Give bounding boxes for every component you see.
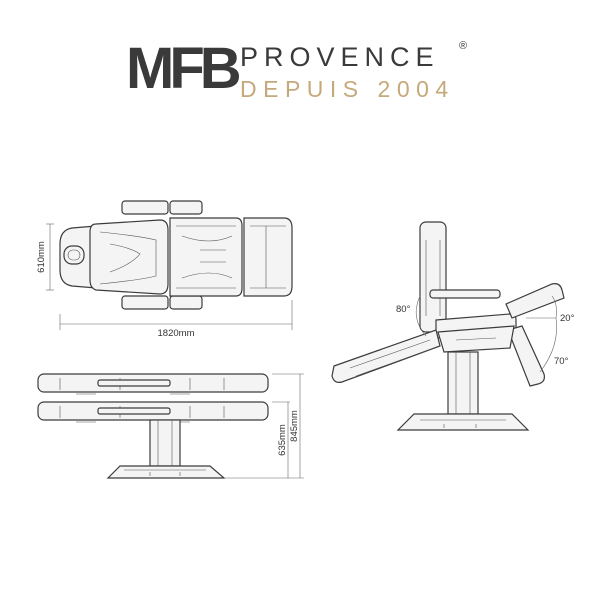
leg-lowered bbox=[507, 325, 545, 387]
lift-column-angle bbox=[447, 351, 479, 415]
back-angle-arc bbox=[415, 295, 427, 337]
leg-raised bbox=[505, 283, 565, 319]
side-view bbox=[37, 373, 304, 479]
headrest bbox=[59, 225, 97, 289]
armrest-side bbox=[429, 289, 501, 299]
angle-view bbox=[331, 221, 565, 431]
logo-provence: PROVENCE bbox=[240, 42, 440, 72]
backrest-reclined bbox=[331, 329, 441, 383]
armrest-top-right bbox=[169, 200, 203, 215]
leg-up-arc bbox=[551, 295, 557, 319]
armrest-top-left bbox=[121, 200, 169, 215]
armrest-bottom-left bbox=[121, 295, 169, 310]
angle-leg-up: 20° bbox=[560, 313, 575, 324]
armrest-bottom-right bbox=[169, 295, 203, 310]
angle-leg-down: 70° bbox=[554, 356, 569, 367]
dim-width: 610mm bbox=[36, 241, 47, 273]
top-view bbox=[46, 200, 293, 330]
brand-logo: MFB PROVENCE ® DEPUIS 2004 bbox=[0, 0, 600, 110]
seat-section bbox=[169, 217, 243, 297]
logo-registered-mark: ® bbox=[459, 40, 468, 52]
leg-down-arc bbox=[539, 317, 557, 373]
leg-section bbox=[243, 217, 293, 297]
logo-tagline: DEPUIS 2004 bbox=[240, 76, 455, 102]
dim-length: 1820mm bbox=[158, 328, 195, 339]
face-hole bbox=[63, 245, 85, 265]
base-side bbox=[106, 465, 226, 479]
logo-mfb: MFB bbox=[126, 36, 242, 101]
dim-height-low: 635mm bbox=[277, 424, 288, 456]
base-angle bbox=[396, 413, 530, 431]
backrest-upright bbox=[419, 221, 447, 333]
angle-back: 80° bbox=[396, 304, 411, 315]
dim-height-high: 845mm bbox=[289, 410, 300, 442]
lift-column bbox=[149, 419, 181, 467]
